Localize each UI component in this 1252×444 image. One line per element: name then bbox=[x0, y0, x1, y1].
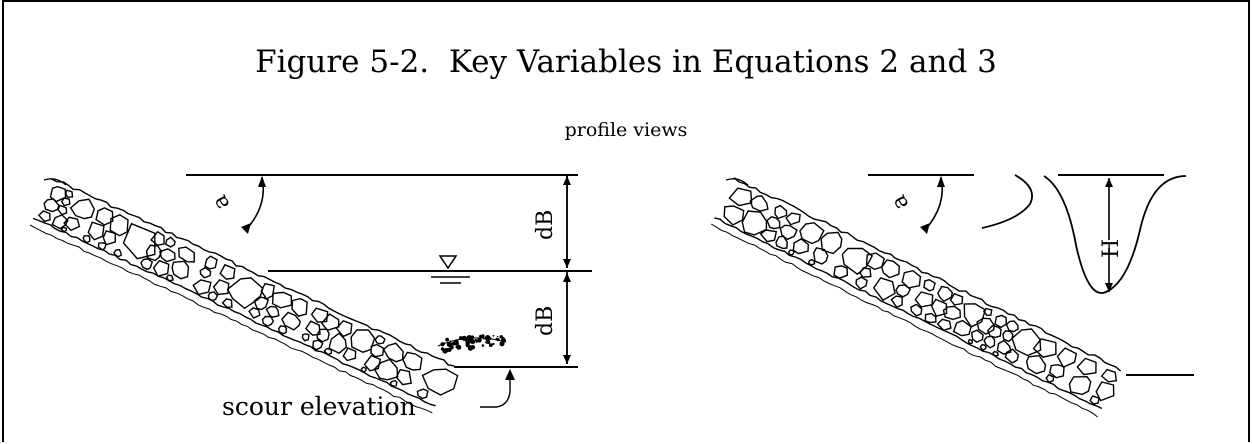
left-angle-label: a bbox=[207, 191, 235, 214]
left-upper-depth-label: dB bbox=[533, 210, 558, 240]
scour-elevation-label: scour elevation bbox=[222, 392, 416, 421]
right-profile-view: a H bbox=[710, 174, 1194, 418]
wave-trough bbox=[1043, 175, 1187, 294]
figure-title: Figure 5-2. Key Variables in Equations 2… bbox=[255, 44, 997, 80]
left-lower-depth-label: dB bbox=[533, 306, 558, 336]
water-level-symbol bbox=[431, 255, 470, 284]
right-riprap-slope bbox=[710, 177, 1122, 418]
sediment-deposit bbox=[437, 334, 507, 354]
right-angle-label: a bbox=[886, 191, 914, 214]
wave-height-label: H bbox=[1099, 239, 1124, 258]
scour-leader-line bbox=[480, 372, 511, 408]
left-riprap-slope bbox=[29, 178, 459, 414]
wave-lip bbox=[981, 174, 1033, 229]
left-profile-view: a dB dB scour elevation bbox=[29, 174, 592, 421]
figure-subtitle: profile views bbox=[564, 119, 688, 141]
